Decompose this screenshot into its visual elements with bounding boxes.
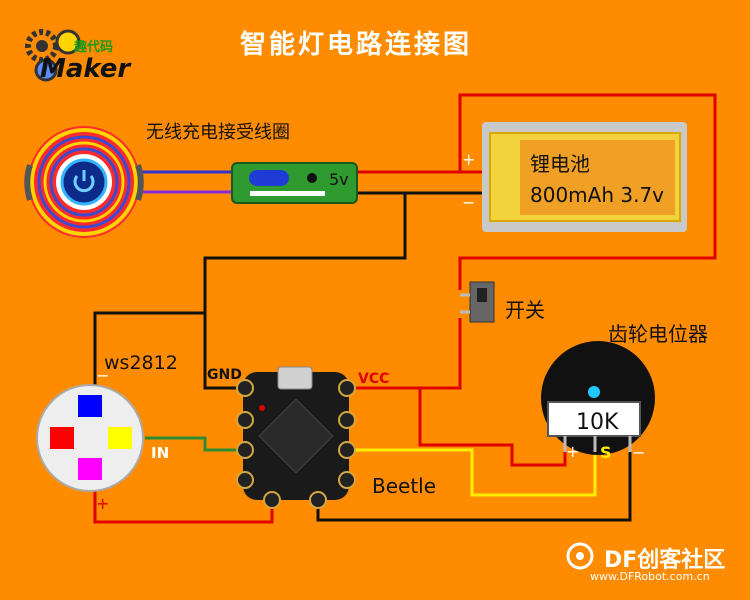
df-logo-icon	[566, 542, 594, 570]
brand-name: DF创客社区	[604, 548, 726, 573]
battery-plus-label: +	[462, 150, 476, 169]
coil-label: 无线充电接受线圈	[146, 122, 290, 143]
led-pixel-yellow	[108, 427, 132, 449]
logo-gear-icon	[25, 29, 81, 82]
board-gnd-label: GND	[207, 367, 242, 383]
wires	[93, 93, 717, 524]
battery-name: 锂电池	[530, 152, 590, 176]
page-title: 智能灯电路连接图	[240, 30, 473, 60]
board-name-label: Beetle	[372, 474, 437, 498]
power-icon	[73, 170, 95, 193]
wireless-coil	[24, 126, 144, 238]
wire-pot-minus	[316, 452, 632, 522]
wire-ground-trunk	[203, 193, 407, 390]
led-label: ws2812	[104, 352, 178, 374]
slide-switch	[460, 281, 495, 323]
battery-minus-label: −	[462, 193, 476, 212]
wire-switch-vcc	[347, 318, 462, 390]
led-pixel-red	[50, 427, 74, 449]
logo-text: Maker	[40, 54, 131, 84]
wire-battery-plus-loop	[458, 93, 717, 290]
receiver-voltage-label: 5v	[329, 170, 349, 189]
wire-led-plus	[93, 483, 274, 524]
logo-subtitle: 趣代码	[74, 40, 114, 55]
wire-led-minus	[93, 311, 205, 395]
wire-pot-signal	[347, 448, 597, 497]
led-pixel-magenta	[78, 458, 102, 480]
battery	[482, 122, 687, 232]
potentiometer-label: 齿轮电位器	[608, 322, 708, 346]
beetle-board	[236, 366, 356, 509]
brand-url: www.DFRobot.com.cn	[590, 570, 710, 583]
led-plus-label: +	[96, 494, 110, 513]
potentiometer-signal-label: S	[600, 443, 612, 462]
battery-spec: 800mAh 3.7v	[530, 183, 665, 207]
wire-vcc-pot	[418, 388, 567, 467]
switch-label: 开关	[505, 298, 545, 322]
receiver-module	[231, 162, 358, 204]
wire-led-in	[145, 436, 245, 452]
led-pixel-blue	[78, 395, 102, 417]
ws2812-led	[36, 384, 144, 492]
led-in-label: IN	[151, 444, 170, 462]
potentiometer-value: 10K	[576, 410, 619, 435]
potentiometer-minus-label: −	[632, 443, 646, 462]
led-minus-label: −	[96, 366, 110, 385]
potentiometer	[541, 341, 655, 455]
potentiometer-plus-label: +	[566, 442, 580, 461]
board-vcc-label: VCC	[358, 371, 390, 387]
